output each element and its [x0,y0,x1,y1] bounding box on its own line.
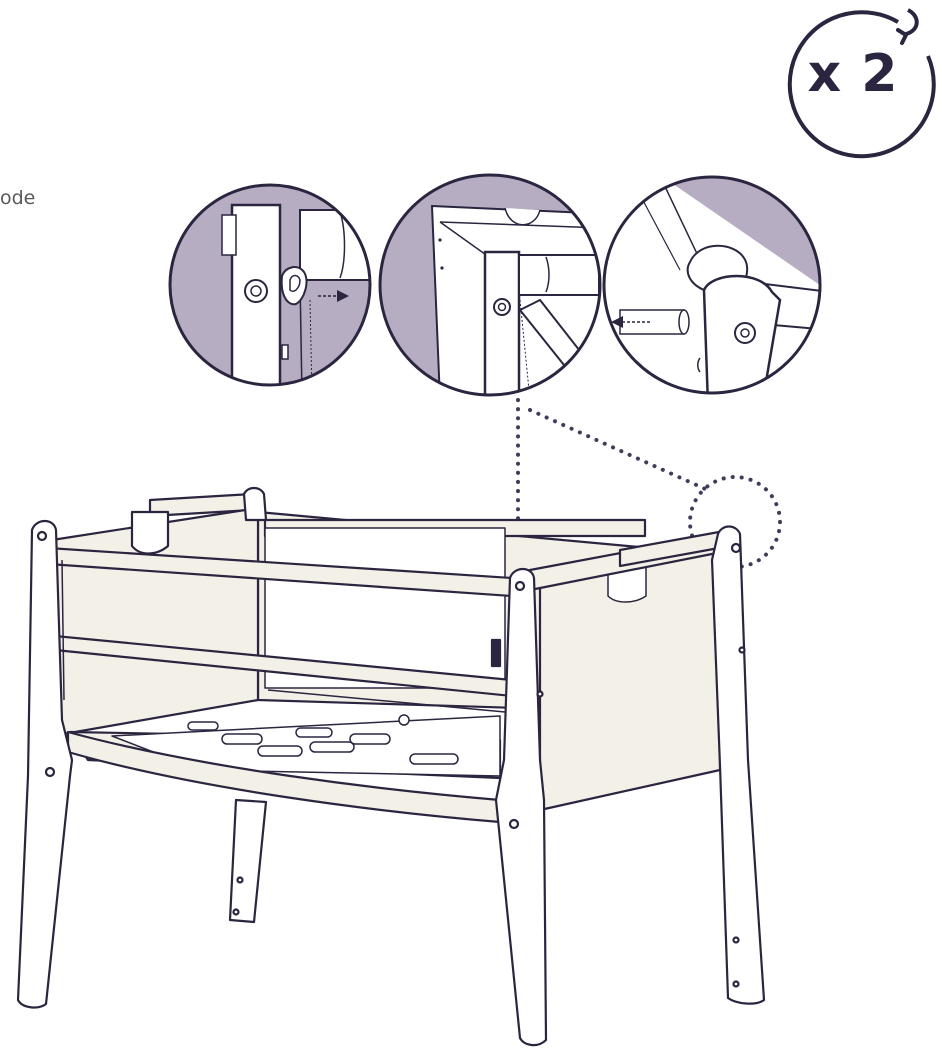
detail-circle-left [168,183,372,387]
rotate-arrow-icon [787,8,936,159]
repeat-count-badge: x 2 [780,8,940,168]
bassinet-drawing [16,486,766,1047]
detail-circle-middle [378,173,602,397]
detail-circle-right [602,175,822,395]
mattress-slots [187,721,459,765]
repeat-count-label: x 2 [807,44,899,104]
cropped-instruction-text: ode [0,187,36,209]
